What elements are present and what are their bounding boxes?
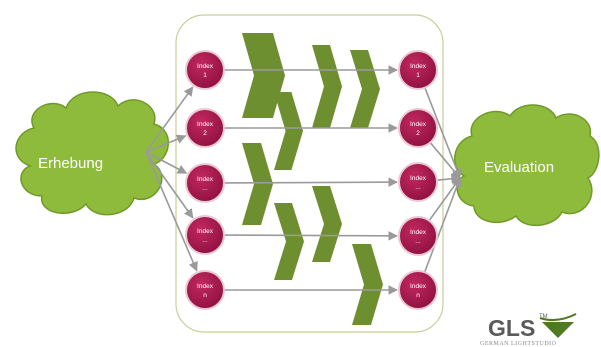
logo-subtitle: GERMAN LIGHTSTUDIO <box>480 341 557 347</box>
output-index-node-label: Index <box>410 175 427 182</box>
output-index-node-number: n <box>416 292 420 299</box>
output-index-node-circle <box>398 162 438 202</box>
output-index-node-circle <box>398 270 438 310</box>
input-index-node-label: Index <box>197 176 214 183</box>
input-index-node-label: Index <box>197 228 214 235</box>
process-chevrons <box>242 33 383 325</box>
arrow-erhebung-to-input-1 <box>145 86 194 153</box>
output-index-node-2: Index 2 <box>398 108 438 148</box>
arrow-erhebung-to-input-3 <box>145 151 188 174</box>
chevron-arrow-2 <box>274 92 303 170</box>
output-index-node-number: ... <box>415 238 421 245</box>
evaluation-label: Evaluation <box>484 159 554 176</box>
input-index-node-label: Index <box>197 63 214 70</box>
flow-arrows <box>145 65 462 295</box>
chevron-arrow-7 <box>312 186 342 262</box>
input-index-node-number: n <box>203 292 207 299</box>
input-index-node-circle <box>185 163 225 203</box>
output-index-node-label: Index <box>410 283 427 290</box>
arrow-erhebung-to-input-4 <box>145 151 194 219</box>
chevron-arrow-6 <box>274 203 304 280</box>
input-index-node-number: ... <box>202 237 208 244</box>
arrow-output-to-evaluation-2 <box>429 142 461 179</box>
arrow-output-to-evaluation-1 <box>424 87 462 179</box>
output-index-node-3: Index... <box>398 162 438 202</box>
input-index-node-circle <box>185 270 225 310</box>
output-index-node-label: Index <box>410 63 427 70</box>
gls-logo: GLS TM GERMAN LIGHTSTUDIO <box>480 313 577 347</box>
evaluation-cloud: Evaluation <box>454 104 600 227</box>
input-index-node-circle <box>185 108 225 148</box>
chevron-arrow-8 <box>352 244 383 325</box>
erhebung-cloud: Erhebung <box>15 91 170 216</box>
logo-swoosh-icon <box>539 313 577 322</box>
arrow-erhebung-to-input-5 <box>145 151 198 272</box>
output-index-node-circle <box>398 216 438 256</box>
output-index-node-number: 2 <box>416 130 420 137</box>
arrow-output-to-evaluation-5 <box>423 177 462 273</box>
arrow-input-to-output-3 <box>223 177 398 187</box>
input-index-node-3: Index... <box>185 163 225 203</box>
input-index-node-number: 1 <box>203 72 207 79</box>
logo-text: GLS <box>488 315 535 341</box>
chevron-arrow-3 <box>312 45 342 128</box>
input-index-node-label: Index <box>197 283 214 290</box>
chevron-arrow-5 <box>242 143 273 225</box>
output-index-node-circle <box>398 108 438 148</box>
input-index-node-5: Index n <box>185 270 225 310</box>
logo-triangle-icon <box>542 322 574 338</box>
output-index-node-number: ... <box>415 184 421 191</box>
input-index-node-label: Index <box>197 121 214 128</box>
output-index-node-label: Index <box>410 121 427 128</box>
arrow-erhebung-to-input-2 <box>145 134 187 153</box>
input-index-node-circle <box>185 215 225 255</box>
input-index-node-4: Index... <box>185 215 225 255</box>
logo-tm: TM <box>539 314 548 320</box>
output-index-node-label: Index <box>410 229 427 236</box>
input-index-node-number: 2 <box>203 130 207 137</box>
input-index-node-2: Index 2 <box>185 108 225 148</box>
erhebung-label: Erhebung <box>38 155 103 172</box>
chevron-arrow-1 <box>242 33 285 118</box>
output-index-node-circle <box>398 50 438 90</box>
arrow-input-to-output-4 <box>223 231 398 241</box>
input-index-node-number: ... <box>202 185 208 192</box>
output-index-node-1: Index 1 <box>398 50 438 90</box>
input-index-node-1: Index 1 <box>185 50 225 90</box>
input-index-node-circle <box>185 50 225 90</box>
output-index-node-5: Index n <box>398 270 438 310</box>
output-index-node-number: 1 <box>416 72 420 79</box>
output-index-node-4: Index... <box>398 216 438 256</box>
